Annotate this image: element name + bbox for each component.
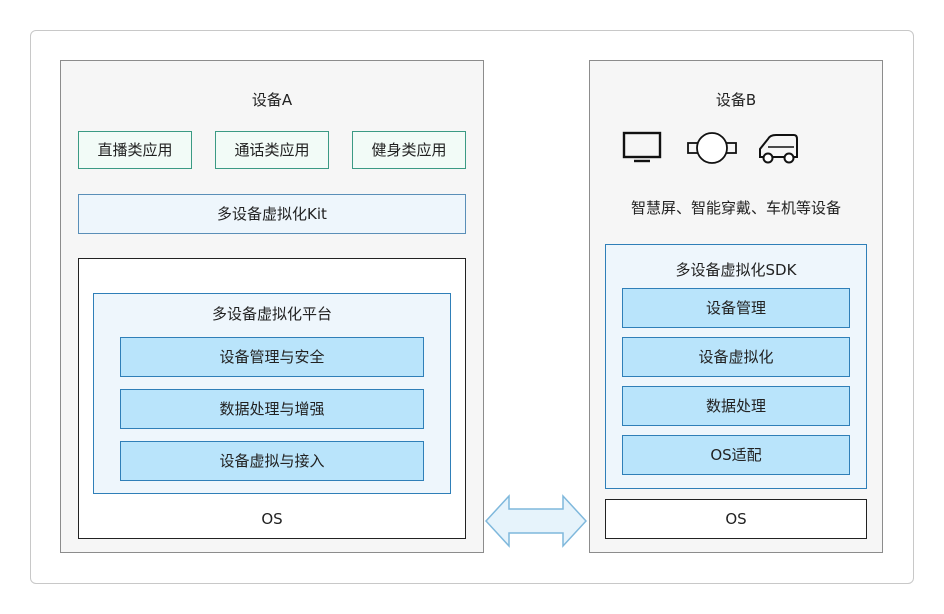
sdk-module-data-processing: 数据处理 — [622, 386, 850, 426]
device-b-os-box: OS — [605, 499, 867, 539]
device-a-panel: 设备A 直播类应用 通话类应用 健身类应用 多设备虚拟化Kit 多设备虚拟化平台… — [60, 60, 484, 553]
device-types-caption: 智慧屏、智能穿戴、车机等设备 — [630, 199, 841, 217]
app-live: 直播类应用 — [78, 131, 192, 169]
module-data-processing-enhancement: 数据处理与增强 — [120, 389, 424, 429]
sdk-module-os-adaptation: OS适配 — [622, 435, 850, 475]
wearable-icon — [687, 132, 737, 164]
device-a-os-label: OS — [261, 510, 283, 528]
virtualization-sdk: 多设备虚拟化SDK 设备管理 设备虚拟化 数据处理 OS适配 — [605, 244, 867, 489]
app-fitness: 健身类应用 — [352, 131, 466, 169]
virtualization-kit: 多设备虚拟化Kit — [78, 194, 466, 234]
module-device-management-security: 设备管理与安全 — [120, 337, 424, 377]
device-a-title: 设备A — [251, 91, 293, 109]
sdk-module-device-management: 设备管理 — [622, 288, 850, 328]
tv-icon — [622, 131, 662, 163]
sdk-title: 多设备虚拟化SDK — [675, 261, 797, 279]
device-b-panel: 设备B 智慧屏、智能穿戴、车机等设备 多设备虚拟化SDK 设备管理 设备虚拟化 … — [589, 60, 883, 553]
platform-title: 多设备虚拟化平台 — [211, 305, 332, 323]
sdk-module-device-virtualization: 设备虚拟化 — [622, 337, 850, 377]
car-icon — [759, 134, 798, 164]
app-call: 通话类应用 — [215, 131, 329, 169]
device-b-os-label: OS — [725, 510, 747, 528]
module-device-virtual-access: 设备虚拟与接入 — [120, 441, 424, 481]
device-a-os-box: 多设备虚拟化平台 设备管理与安全 数据处理与增强 设备虚拟与接入 OS — [78, 258, 466, 539]
virtualization-platform: 多设备虚拟化平台 设备管理与安全 数据处理与增强 设备虚拟与接入 — [93, 293, 451, 494]
device-b-title: 设备B — [715, 91, 757, 109]
double-arrow-icon — [485, 494, 587, 548]
